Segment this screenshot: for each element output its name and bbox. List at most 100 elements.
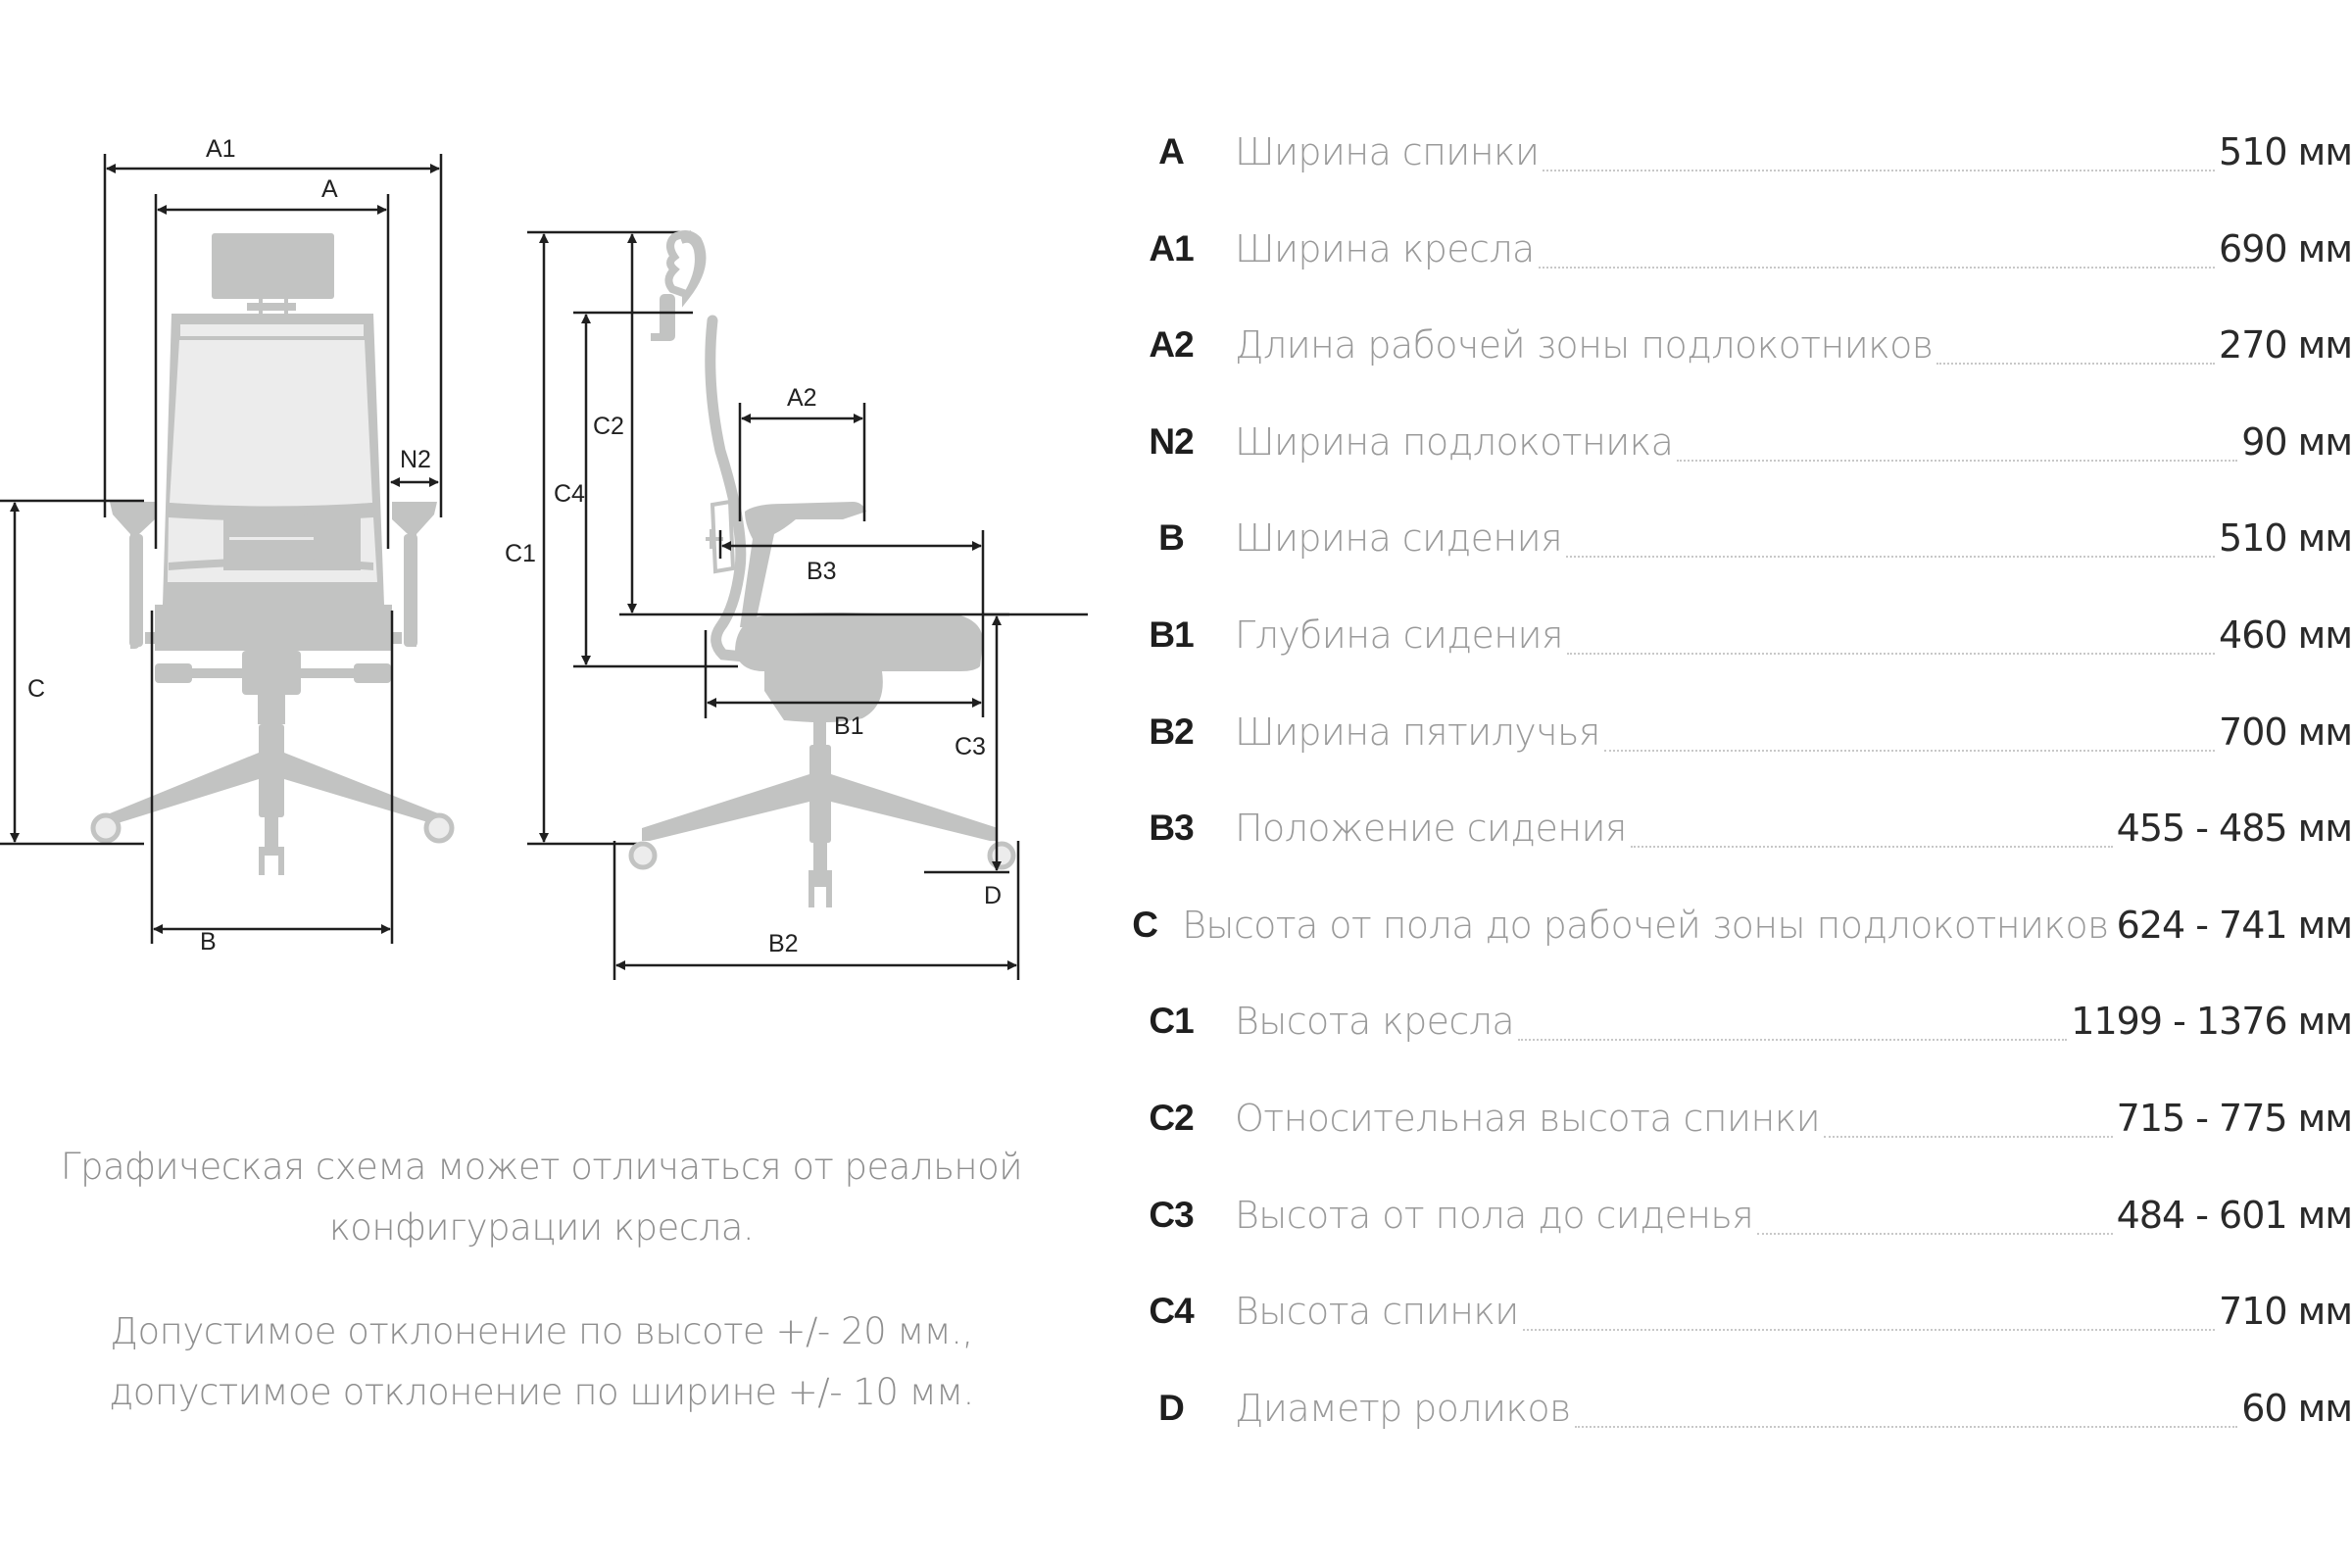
side-seat <box>735 612 983 671</box>
spec-code: C1 <box>1149 1001 1194 1042</box>
spec-value: 60 мм <box>2241 1386 2352 1430</box>
right-caster <box>423 812 455 844</box>
label-A1: A1 <box>206 135 236 163</box>
spec-row: A2 Длина рабочей зоны подлокотников 270 мм <box>1127 306 2352 403</box>
spec-name: Относительная высота спинки <box>1235 1096 1821 1140</box>
dot-leader <box>1565 499 2216 559</box>
label-N2: N2 <box>400 446 431 473</box>
spec-value: 700 мм <box>2219 710 2352 754</box>
spec-code: C4 <box>1149 1291 1194 1332</box>
label-C1: C1 <box>505 540 536 567</box>
label-B2: B2 <box>768 930 799 957</box>
spec-code: B3 <box>1149 808 1194 849</box>
dot-leader <box>1574 1369 2238 1428</box>
side-backrest <box>705 315 770 664</box>
label-B3: B3 <box>807 558 837 585</box>
spec-row: A Ширина спинки 510 мм <box>1127 113 2352 210</box>
spec-code: C <box>1132 904 1158 945</box>
spec-name: Положение сидения <box>1235 807 1627 851</box>
headrest <box>212 233 334 299</box>
spec-row: B1 Глубина сидения 460 мм <box>1127 596 2352 693</box>
spec-value: 1199 - 1376 мм <box>2071 1000 2352 1044</box>
disclaimer-graphic-scheme: Графическая схема может отличаться от ре… <box>60 1146 1023 1249</box>
dot-leader <box>1603 693 2216 752</box>
side-view-chair <box>628 230 1016 907</box>
spec-value: 510 мм <box>2219 130 2352 173</box>
spec-name: Высота кресла <box>1235 1000 1515 1044</box>
spec-code: B2 <box>1149 710 1194 752</box>
front-view-dimensions <box>0 154 691 944</box>
side-armrest <box>740 502 866 627</box>
spec-name: Ширина подлокотника <box>1235 419 1674 464</box>
dot-leader <box>1538 210 2216 269</box>
spec-row: C3 Высота от пола до сиденья 484 - 601 мм <box>1127 1176 2352 1273</box>
spec-value: 715 - 775 мм <box>2116 1096 2352 1140</box>
dot-leader <box>1757 1176 2113 1235</box>
spec-row: C Высота от пола до рабочей зоны подлокот… <box>1127 886 2352 983</box>
side-headrest <box>664 230 707 308</box>
spec-name: Глубина сидения <box>1235 612 1563 657</box>
spec-row: N2 Ширина подлокотника 90 мм <box>1127 403 2352 500</box>
spec-value: 510 мм <box>2219 516 2352 561</box>
label-D: D <box>984 882 1002 909</box>
front-view-labels: A1 A N2 C B C1 <box>27 135 536 956</box>
side-right-caster <box>987 841 1016 870</box>
spec-code: A <box>1158 131 1185 172</box>
spec-value: 270 мм <box>2219 323 2352 368</box>
spec-name: Высота от пола до рабочей зоны подлокотн… <box>1182 903 2109 947</box>
label-A2: A2 <box>787 384 817 412</box>
spec-value: 710 мм <box>2219 1290 2352 1334</box>
side-view-labels: C2 C4 A2 B3 B1 C3 B2 D <box>554 384 1002 957</box>
dot-leader <box>1936 306 2216 366</box>
spec-row: B3 Положение сидения 455 - 485 мм <box>1127 789 2352 886</box>
dot-leader <box>1543 113 2216 172</box>
dot-leader <box>1518 982 2068 1042</box>
spec-code: A1 <box>1149 227 1194 269</box>
spec-code: N2 <box>1149 420 1194 462</box>
spec-row: C4 Высота спинки 710 мм <box>1127 1272 2352 1369</box>
spec-value: 90 мм <box>2241 419 2352 464</box>
side-left-caster <box>628 841 658 870</box>
spec-value: 484 - 601 мм <box>2116 1193 2352 1237</box>
label-C: C <box>27 675 45 703</box>
dot-leader <box>1566 596 2216 655</box>
spec-code: C2 <box>1149 1097 1194 1138</box>
left-caster <box>90 812 122 844</box>
spec-name: Высота от пола до сиденья <box>1235 1193 1754 1237</box>
dot-leader <box>1677 403 2238 462</box>
label-C2: C2 <box>593 413 624 440</box>
spec-value: 460 мм <box>2219 612 2352 657</box>
spec-code: B <box>1158 517 1185 559</box>
spec-code: A2 <box>1149 324 1194 366</box>
spec-value: 624 - 741 мм <box>2116 903 2352 947</box>
spec-code: D <box>1158 1387 1185 1428</box>
label-B: B <box>200 928 217 956</box>
spec-value: 455 - 485 мм <box>2116 807 2352 851</box>
label-C4: C4 <box>554 480 585 508</box>
front-view-chair <box>90 233 455 875</box>
spec-code: B1 <box>1149 613 1194 655</box>
spec-name: Ширина пятилучья <box>1235 710 1600 754</box>
spec-code: C3 <box>1149 1194 1194 1235</box>
spec-name: Высота спинки <box>1235 1290 1519 1334</box>
chair-dimension-diagram: A1 A N2 C B C1 <box>0 135 1088 980</box>
side-base-legs <box>642 774 809 841</box>
spec-name: Ширина сидения <box>1235 516 1563 561</box>
side-view-dimensions <box>573 233 1088 980</box>
spec-row: C1 Высота кресла 1199 - 1376 мм <box>1127 982 2352 1079</box>
label-C3: C3 <box>955 733 986 760</box>
dot-leader <box>1522 1272 2216 1332</box>
dot-leader <box>1630 789 2113 849</box>
disclaimer-tolerance: Допустимое отклонение по высоте +/- 20 м… <box>109 1310 974 1413</box>
label-B1: B1 <box>834 712 864 740</box>
spec-row: B Ширина сидения 510 мм <box>1127 499 2352 596</box>
base-legs <box>110 753 259 823</box>
label-A: A <box>321 175 338 203</box>
spec-name: Длина рабочей зоны подлокотников <box>1235 323 1934 368</box>
seat <box>155 605 392 651</box>
headrest-mount <box>247 303 296 311</box>
spec-name: Ширина спинки <box>1235 130 1540 173</box>
